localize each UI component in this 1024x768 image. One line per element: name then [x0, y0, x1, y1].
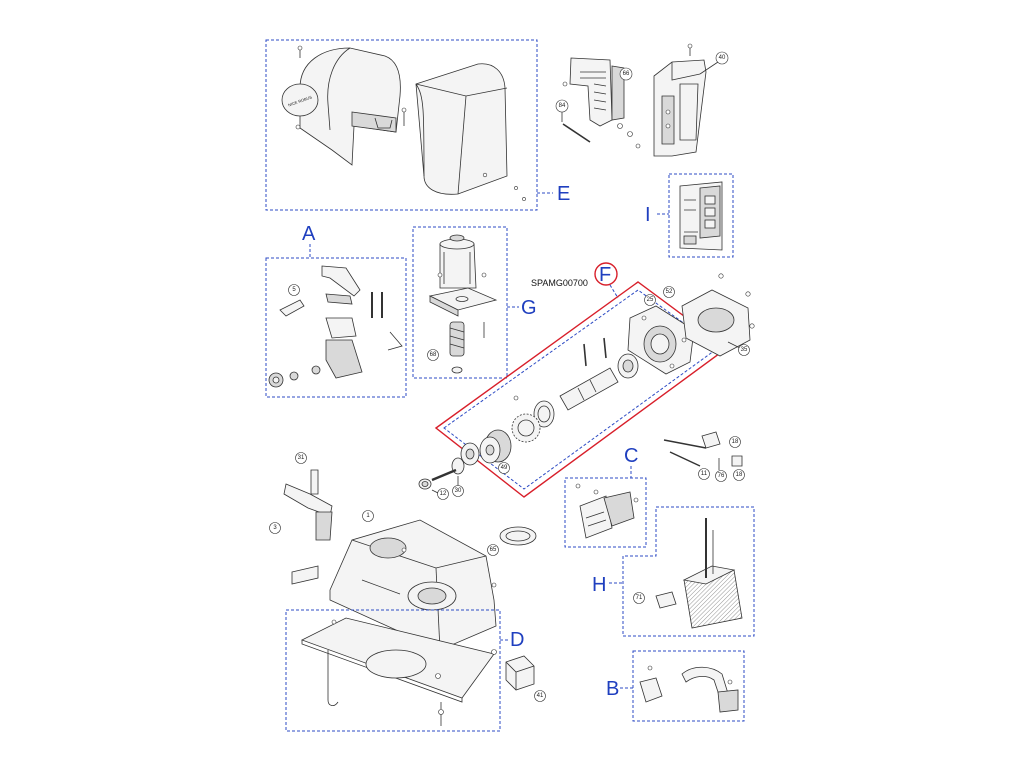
upper-cover: NICE ROBUS	[281, 45, 407, 166]
part-31: 31	[298, 455, 305, 461]
group-a[interactable]: A 5	[265, 223, 407, 398]
part-49: 49	[501, 465, 508, 471]
group-c[interactable]: C	[564, 445, 647, 548]
group-d-letter: D	[510, 629, 524, 651]
part-41-block: 41	[505, 655, 546, 702]
group-h-box[interactable]	[622, 506, 755, 637]
part-41: 41	[537, 693, 544, 699]
part-18-bottom: 18	[736, 472, 743, 478]
part-71: 71	[636, 595, 643, 601]
group-h[interactable]: H 71	[592, 506, 755, 637]
group-g[interactable]: G 68	[412, 226, 537, 379]
end-cap-35: 52 35	[663, 273, 755, 357]
group-e-box[interactable]	[265, 39, 538, 211]
lower-cover	[415, 63, 526, 201]
part-40: 40	[719, 55, 726, 61]
part-11: 11	[701, 471, 708, 477]
wiring-parts: 66 84	[555, 57, 641, 149]
part-66: 66	[623, 71, 630, 77]
part-12: 12	[440, 491, 447, 497]
group-a-box[interactable]	[265, 257, 407, 398]
group-b[interactable]: B	[606, 650, 745, 722]
group-e[interactable]: E NICE ROBUS	[265, 39, 570, 211]
part-65: 65	[490, 547, 497, 553]
group-h-letter: H	[592, 574, 606, 596]
group-g-letter: G	[521, 297, 537, 319]
group-e-letter: E	[557, 183, 570, 205]
group-i-letter: I	[645, 204, 651, 226]
group-b-letter: B	[606, 678, 619, 700]
group-f-highlight-circle	[594, 262, 618, 286]
part-84: 84	[559, 103, 566, 109]
part-1: 1	[366, 513, 370, 519]
group-d[interactable]: D	[285, 609, 524, 732]
part-52: 52	[666, 289, 673, 295]
group-f-letter: F	[599, 264, 611, 286]
base-housing: 31 3 1 65	[269, 452, 537, 651]
group-i[interactable]: I	[645, 173, 734, 258]
part-18-top: 18	[732, 439, 739, 445]
part-68: 68	[430, 352, 437, 358]
group-i-box[interactable]	[668, 173, 734, 258]
group-d-box[interactable]	[285, 609, 501, 732]
part-3: 3	[273, 525, 277, 531]
group-b-box[interactable]	[632, 650, 745, 722]
part-5: 5	[292, 287, 296, 293]
group-c-box[interactable]	[564, 477, 647, 548]
part-25: 25	[647, 297, 654, 303]
bracket-40: 40	[653, 43, 729, 157]
part-76: 76	[718, 473, 725, 479]
group-c-letter: C	[624, 445, 638, 467]
sensor-parts: 18 11 76 18	[663, 431, 745, 482]
group-g-box[interactable]	[412, 226, 508, 379]
part-30: 30	[455, 488, 462, 494]
highlight-code-label: SPAMG00700	[531, 278, 588, 288]
group-a-letter: A	[302, 223, 316, 245]
part-35: 35	[741, 347, 748, 353]
